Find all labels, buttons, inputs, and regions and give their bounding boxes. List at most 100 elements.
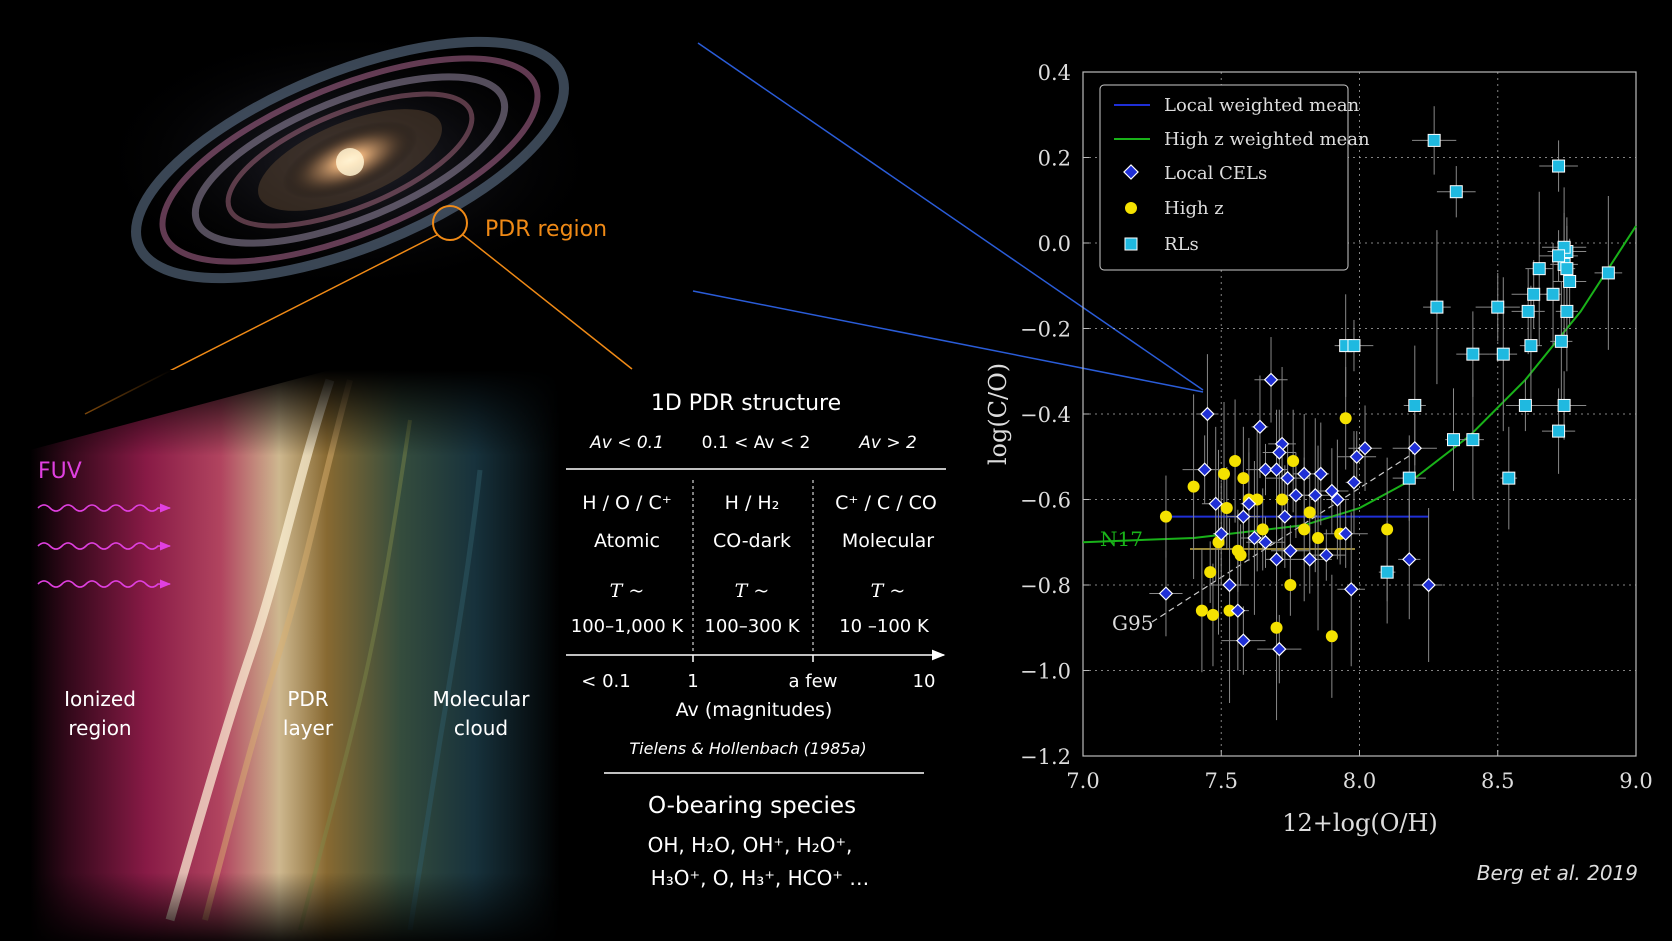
local-cel-point	[1252, 419, 1268, 435]
high-z-point	[1298, 523, 1311, 536]
local-cel-point	[1208, 496, 1223, 511]
rl-point	[1380, 565, 1394, 579]
high-z-point	[1284, 579, 1297, 591]
legend-rl-swatch	[1124, 237, 1138, 251]
rl-point	[1449, 185, 1463, 199]
local-cel-point	[1324, 483, 1340, 499]
zone3-phase: Molecular	[842, 530, 934, 552]
zone2-phase: CO-dark	[713, 530, 791, 552]
local-cel-point	[1338, 526, 1353, 541]
local-cel-point	[1214, 526, 1229, 541]
pdr-region-label: PDR region	[485, 217, 607, 242]
x-tick-label: 9.0	[1619, 769, 1652, 793]
local-cel-point	[1236, 509, 1251, 524]
high-z-point	[1229, 455, 1242, 468]
legend-local-mean-label: Local weighted mean	[1164, 95, 1360, 116]
rl-point	[1601, 266, 1615, 280]
cloud-image	[30, 370, 560, 941]
y-tick-label: 0.4	[1038, 61, 1071, 85]
av-axis-label: Av (magnitudes)	[676, 699, 833, 721]
rl-point	[1502, 471, 1516, 485]
zone1-temp-label: T ~	[610, 580, 645, 602]
local-cel-point	[1258, 462, 1273, 477]
zone2-temp-label: T ~	[735, 580, 770, 602]
av-tick-label-2: 1	[687, 671, 698, 692]
zone3-species: C⁺ / C / CO	[835, 492, 937, 514]
legend-highz-label: High z	[1164, 198, 1224, 219]
rl-point	[1552, 424, 1566, 438]
rl-point	[1532, 262, 1546, 276]
rl-point	[1427, 133, 1441, 147]
local-cel-point	[1272, 445, 1287, 460]
high-z-point	[1187, 480, 1200, 493]
local-cel-point	[1280, 470, 1295, 486]
av-tick-label-1: < 0.1	[581, 671, 630, 692]
rl-point	[1408, 398, 1422, 412]
local-cel-point	[1263, 372, 1279, 388]
local-cel-point	[1296, 466, 1312, 482]
local-cel-point	[1269, 462, 1284, 477]
zone2-species: H / H₂	[725, 492, 780, 514]
y-axis-label: log(C/O)	[984, 363, 1012, 465]
y-tick-label: −0.2	[1020, 318, 1071, 342]
high-z-point	[1206, 608, 1219, 621]
chart-citation: Berg et al. 2019	[1477, 861, 1638, 885]
high-z-point	[1270, 621, 1283, 634]
rl-point	[1527, 287, 1541, 301]
zone1-species: H / O / C⁺	[582, 492, 672, 514]
local-cel-point	[1247, 530, 1262, 546]
high-z-point	[1237, 472, 1250, 485]
legend-rl-label: RLs	[1164, 234, 1199, 255]
fuv-label: FUV	[38, 459, 82, 484]
rl-point	[1447, 433, 1461, 447]
high-z-point	[1303, 506, 1316, 519]
high-z-point	[1195, 604, 1208, 617]
legend-box	[1099, 84, 1349, 271]
local-cel-point	[1349, 449, 1364, 464]
fuv-arrows	[37, 503, 172, 589]
rl-point	[1552, 249, 1566, 263]
local-cel-point	[1346, 475, 1362, 490]
species-title: O-bearing species	[648, 793, 856, 819]
g95-label: G95	[1112, 611, 1153, 635]
local-cel-point	[1308, 488, 1323, 503]
rl-point	[1546, 287, 1560, 301]
local-cel-point	[1222, 577, 1237, 593]
rl-point	[1466, 347, 1480, 361]
rl-point	[1560, 262, 1574, 276]
legend-local-cel-swatch	[1123, 164, 1139, 180]
local-cel-point	[1200, 406, 1215, 422]
local-cel-point	[1272, 641, 1287, 657]
high-z-point	[1159, 510, 1172, 523]
legend-highz-mean-label: High z weighted mean	[1164, 129, 1370, 150]
y-tick-label: −1.0	[1020, 660, 1071, 684]
local-cel-point	[1343, 582, 1359, 597]
data-points	[1158, 133, 1615, 657]
high-z-point	[1256, 523, 1269, 536]
rl-point	[1560, 304, 1574, 318]
local-cel-point	[1288, 488, 1304, 503]
rl-point	[1402, 471, 1416, 485]
zone3-temp: 10 –100 K	[839, 616, 930, 637]
galaxy-image	[90, 25, 610, 295]
y-tick-label: −1.2	[1020, 745, 1071, 769]
molecular-cloud-label-1: Molecular	[432, 687, 530, 711]
local-cel-point	[1283, 543, 1298, 559]
y-tick-label: 0.2	[1038, 147, 1071, 171]
grid-lines	[1082, 71, 1637, 757]
x-tick-label: 8.0	[1343, 769, 1376, 793]
legend: Local weighted mean High z weighted mean…	[1099, 84, 1370, 271]
pdr-citation: Tielens & Hollenbach (1985a)	[629, 739, 866, 758]
high-z-point	[1220, 502, 1233, 515]
high-z-point	[1204, 566, 1217, 579]
local-cel-point	[1402, 552, 1417, 567]
high-z-point	[1312, 531, 1325, 544]
high-z-point	[1381, 523, 1394, 536]
molecular-cloud-label-2: cloud	[454, 716, 508, 740]
pdr-layer-label-2: layer	[283, 716, 334, 740]
x-axis-label: 12+log(O/H)	[1282, 809, 1438, 837]
zone2-temp: 100–300 K	[704, 616, 800, 637]
local-cel-point	[1407, 440, 1423, 456]
